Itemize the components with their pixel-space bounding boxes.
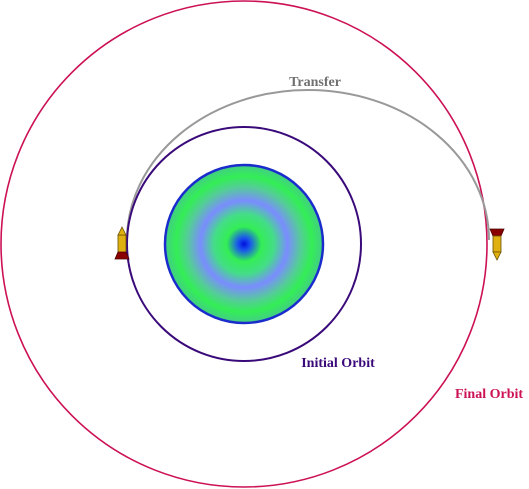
initial-orbit-label: Initial Orbit [301,356,375,371]
transfer-label: Transfer [289,75,341,90]
initial-orbit [126,126,362,362]
rocket-icon-initial [114,226,130,260]
final-orbit [0,0,488,488]
transfer-orbit [126,89,490,241]
rocket-icon-final [489,228,505,261]
planet [163,163,325,325]
final-orbit-label: Final Orbit [455,387,523,402]
